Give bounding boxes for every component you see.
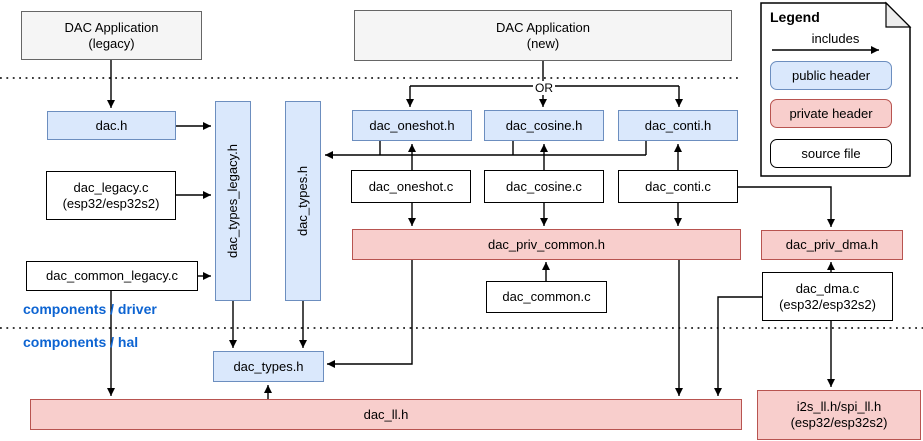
node-dac-h: dac.h	[47, 111, 176, 140]
components-hal-label: components / hal	[23, 334, 139, 350]
node-driver-dac-types-h: dac_types.h	[285, 101, 321, 301]
node-dac-oneshot-c: dac_oneshot.c	[351, 170, 471, 203]
node-dac-types-legacy-h: dac_types_legacy.h	[215, 101, 251, 301]
node-dac-priv-dma-h: dac_priv_dma.h	[761, 230, 903, 260]
node-dac-common-legacy-c: dac_common_legacy.c	[26, 261, 198, 291]
legend-title: Legend	[770, 9, 820, 25]
edge-new-headers-stubs	[379, 141, 647, 155]
node-dac-conti-c: dac_conti.c	[618, 170, 738, 203]
node-i2s-ll-spi-ll: i2s_ll.h/spi_ll.h (esp32/esp32s2)	[757, 390, 921, 440]
edge-dac-conti-c-to-dac-priv-dma-h	[738, 186, 835, 227]
node-dac-cosine-c: dac_cosine.c	[484, 170, 604, 203]
legend-chip-source-file: source file	[770, 139, 892, 168]
node-dac-ll-h: dac_ll.h	[30, 399, 742, 430]
components-driver-label: components / driver	[23, 301, 157, 317]
node-dac-application-new: DAC Application (new)	[354, 10, 732, 61]
edge-dac-priv-common-h-to-hal-dac-types-h	[327, 260, 413, 368]
node-dac-oneshot-h: dac_oneshot.h	[352, 110, 472, 141]
legend-chip-public-header: public header	[770, 61, 892, 90]
node-hal-dac-types-h: dac_types.h	[213, 351, 324, 382]
or-label: OR	[533, 81, 555, 95]
node-dac-application-legacy: DAC Application (legacy)	[21, 11, 202, 60]
node-dac-legacy-c: dac_legacy.c (esp32/esp32s2)	[46, 171, 176, 220]
node-dac-dma-c: dac_dma.c (esp32/esp32s2)	[762, 272, 893, 321]
legend-chip-private-header: private header	[770, 99, 892, 128]
legend-fold-corner-icon	[885, 1, 912, 28]
node-dac-cosine-h: dac_cosine.h	[484, 110, 604, 141]
node-dac-conti-h: dac_conti.h	[618, 110, 738, 141]
node-dac-priv-common-h: dac_priv_common.h	[352, 229, 741, 260]
edge-dac-dma-c-to-dac-ll-h	[714, 296, 762, 396]
legend-includes-label: includes	[811, 31, 860, 46]
node-dac-common-c: dac_common.c	[486, 281, 607, 313]
